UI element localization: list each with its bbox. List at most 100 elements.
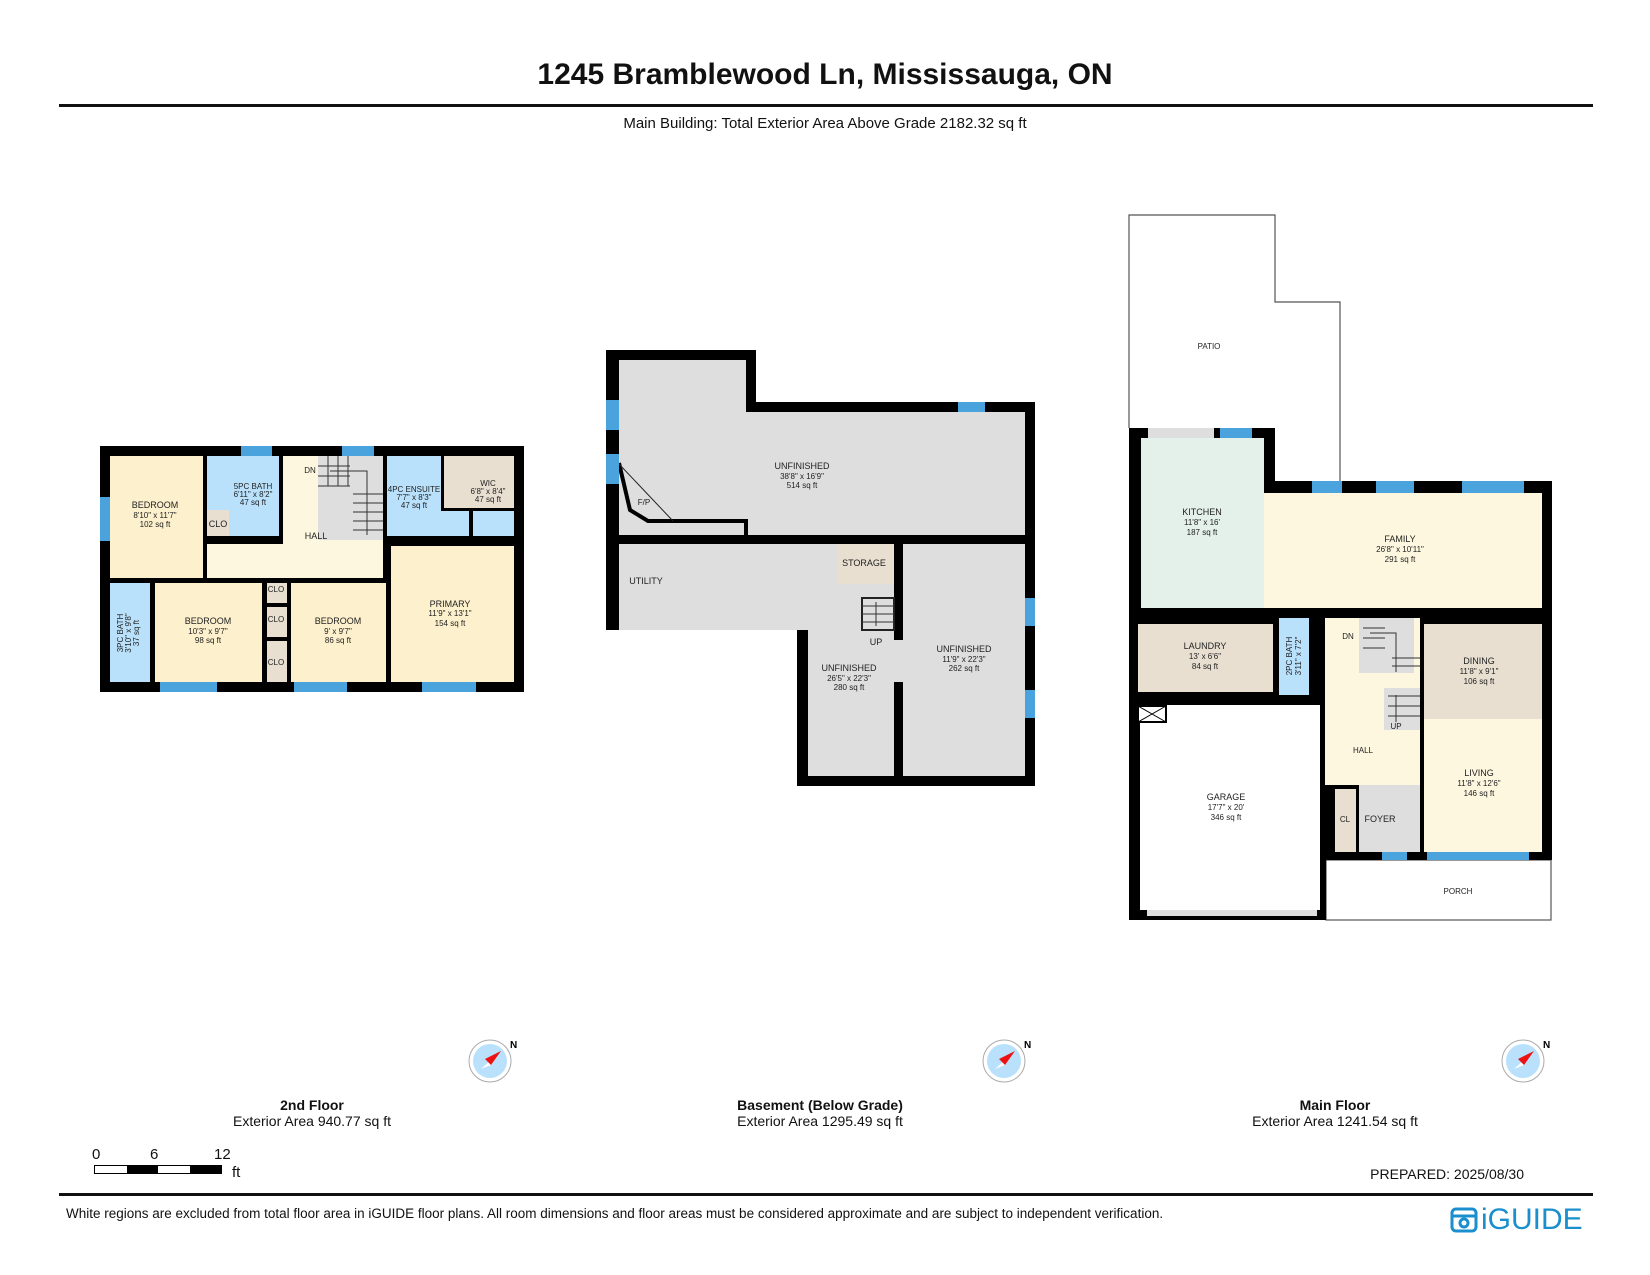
svg-text:UP: UP xyxy=(1390,722,1401,731)
svg-text:F/P: F/P xyxy=(638,498,650,507)
floor-area: Exterior Area 1295.49 sq ft xyxy=(737,1113,903,1129)
room-dining xyxy=(1424,624,1542,719)
svg-text:BEDROOM: BEDROOM xyxy=(315,616,362,626)
room-clo-1 xyxy=(207,510,229,536)
svg-text:187 sq ft: 187 sq ft xyxy=(1187,528,1218,537)
room-primary xyxy=(391,546,514,682)
room-foyer xyxy=(1359,785,1420,852)
svg-text:BEDROOM: BEDROOM xyxy=(132,500,179,510)
svg-text:HALL: HALL xyxy=(1353,746,1374,755)
svg-text:26'5" x 22'3": 26'5" x 22'3" xyxy=(827,674,871,683)
room-clo-2 xyxy=(267,583,287,603)
svg-text:UNFINISHED: UNFINISHED xyxy=(821,663,877,673)
svg-text:N: N xyxy=(1543,1040,1550,1051)
svg-text:13' x 6'6": 13' x 6'6" xyxy=(1189,652,1221,661)
room-3pc-bath xyxy=(110,583,150,682)
floor-name: Main Floor xyxy=(1299,1097,1371,1113)
svg-text:291 sq ft: 291 sq ft xyxy=(1385,555,1416,564)
compass-icon-basement: N xyxy=(981,1035,1031,1085)
svg-text:N: N xyxy=(1024,1040,1031,1051)
svg-text:98 sq ft: 98 sq ft xyxy=(195,636,222,645)
room-bedroom-1 xyxy=(110,456,203,578)
svg-text:47 sq ft: 47 sq ft xyxy=(475,495,502,504)
svg-text:HALL: HALL xyxy=(305,531,328,541)
svg-text:FOYER: FOYER xyxy=(1364,814,1396,824)
page-title: 1245 Bramblewood Ln, Mississauga, ON xyxy=(537,58,1113,91)
svg-text:514 sq ft: 514 sq ft xyxy=(787,481,818,490)
header-divider xyxy=(59,104,1593,107)
disclaimer-text: White regions are excluded from total fl… xyxy=(66,1206,1164,1221)
main-floor-plan: PATIO KITCHEN 11'8" x 16' 187 sq ft FAMI… xyxy=(1128,214,1552,921)
room-bedroom-3 xyxy=(291,583,386,682)
svg-text:PORCH: PORCH xyxy=(1444,887,1473,896)
room-unfinished-right xyxy=(903,544,1025,776)
iguide-logo: iGUIDE xyxy=(1450,1203,1583,1237)
room-clo-3 xyxy=(267,607,287,637)
room-utility xyxy=(619,544,832,630)
caption-2nd-floor: 2nd Floor Exterior Area 940.77 sq ft xyxy=(152,1097,472,1129)
svg-text:GARAGE: GARAGE xyxy=(1207,792,1246,802)
svg-text:UNFINISHED: UNFINISHED xyxy=(774,461,830,471)
svg-text:6'8" x 8'4": 6'8" x 8'4" xyxy=(471,487,506,496)
svg-text:2PC BATH: 2PC BATH xyxy=(1285,637,1294,676)
svg-text:KITCHEN: KITCHEN xyxy=(1182,507,1222,517)
svg-text:4PC ENSUITE: 4PC ENSUITE xyxy=(388,485,440,494)
caption-basement: Basement (Below Grade) Exterior Area 129… xyxy=(660,1097,980,1129)
floor-area: Exterior Area 1241.54 sq ft xyxy=(1252,1113,1418,1129)
caption-main-floor: Main Floor Exterior Area 1241.54 sq ft xyxy=(1175,1097,1495,1129)
room-living xyxy=(1424,719,1542,852)
room-cl xyxy=(1335,789,1356,852)
svg-text:N: N xyxy=(510,1040,517,1051)
svg-text:154 sq ft: 154 sq ft xyxy=(435,619,466,628)
svg-text:8'10" x 11'7": 8'10" x 11'7" xyxy=(133,511,176,520)
room-family xyxy=(1264,493,1542,608)
svg-text:CLO: CLO xyxy=(268,615,284,624)
svg-text:11'9" x 13'1": 11'9" x 13'1" xyxy=(428,609,471,618)
prepared-date: PREPARED: 2025/08/30 xyxy=(1370,1166,1524,1182)
floor-name: 2nd Floor xyxy=(280,1097,344,1113)
svg-text:146 sq ft: 146 sq ft xyxy=(1464,789,1495,798)
svg-text:47 sq ft: 47 sq ft xyxy=(240,498,267,507)
logo-text: iGUIDE xyxy=(1481,1203,1583,1236)
svg-text:6'11" x 8'2": 6'11" x 8'2" xyxy=(234,490,273,499)
room-storage xyxy=(838,544,894,584)
room-unfinished-large xyxy=(619,360,1025,535)
svg-text:3'11" x 7'2": 3'11" x 7'2" xyxy=(1294,636,1303,675)
svg-text:UP: UP xyxy=(870,637,883,647)
svg-text:280 sq ft: 280 sq ft xyxy=(834,683,865,692)
svg-text:262 sq ft: 262 sq ft xyxy=(949,664,980,673)
svg-text:LIVING: LIVING xyxy=(1464,768,1494,778)
svg-text:11'8" x 12'6": 11'8" x 12'6" xyxy=(1457,779,1500,788)
camera-icon xyxy=(1450,1207,1478,1233)
room-clo-4 xyxy=(267,641,287,682)
svg-text:3PC BATH: 3PC BATH xyxy=(116,614,125,653)
footer-divider xyxy=(59,1193,1593,1196)
svg-text:3'10" x 9'8": 3'10" x 9'8" xyxy=(124,613,133,653)
room-bedroom-2 xyxy=(155,583,262,682)
svg-text:PRIMARY: PRIMARY xyxy=(430,599,471,609)
svg-text:38'8" x 16'9": 38'8" x 16'9" xyxy=(780,472,824,481)
floor-name: Basement (Below Grade) xyxy=(737,1097,903,1113)
svg-text:106 sq ft: 106 sq ft xyxy=(1464,677,1495,686)
svg-text:11'8" x 16': 11'8" x 16' xyxy=(1184,518,1220,527)
svg-text:11'9" x 22'3": 11'9" x 22'3" xyxy=(942,655,985,664)
second-floor-plan: BEDROOM 8'10" x 11'7" 102 sq ft 5PC BATH… xyxy=(100,446,524,692)
svg-text:5PC BATH: 5PC BATH xyxy=(234,482,273,491)
room-laundry xyxy=(1138,624,1273,692)
room-garage xyxy=(1140,705,1320,910)
svg-text:11'8" x 9'1": 11'8" x 9'1" xyxy=(1460,667,1499,676)
floor-area: Exterior Area 940.77 sq ft xyxy=(233,1113,391,1129)
svg-text:PATIO: PATIO xyxy=(1198,342,1221,351)
svg-text:FAMILY: FAMILY xyxy=(1384,534,1415,544)
compass-icon-2nd-floor: N xyxy=(467,1035,517,1085)
svg-text:CL: CL xyxy=(1340,815,1351,824)
room-2pc-bath xyxy=(1279,618,1309,695)
svg-text:9' x 9'7": 9' x 9'7" xyxy=(324,627,352,636)
svg-text:LAUNDRY: LAUNDRY xyxy=(1184,641,1227,651)
svg-text:DN: DN xyxy=(304,466,316,475)
svg-text:37 sq ft: 37 sq ft xyxy=(132,619,141,646)
svg-text:47 sq ft: 47 sq ft xyxy=(401,501,428,510)
svg-text:UNFINISHED: UNFINISHED xyxy=(936,644,992,654)
room-kitchen xyxy=(1141,438,1264,608)
